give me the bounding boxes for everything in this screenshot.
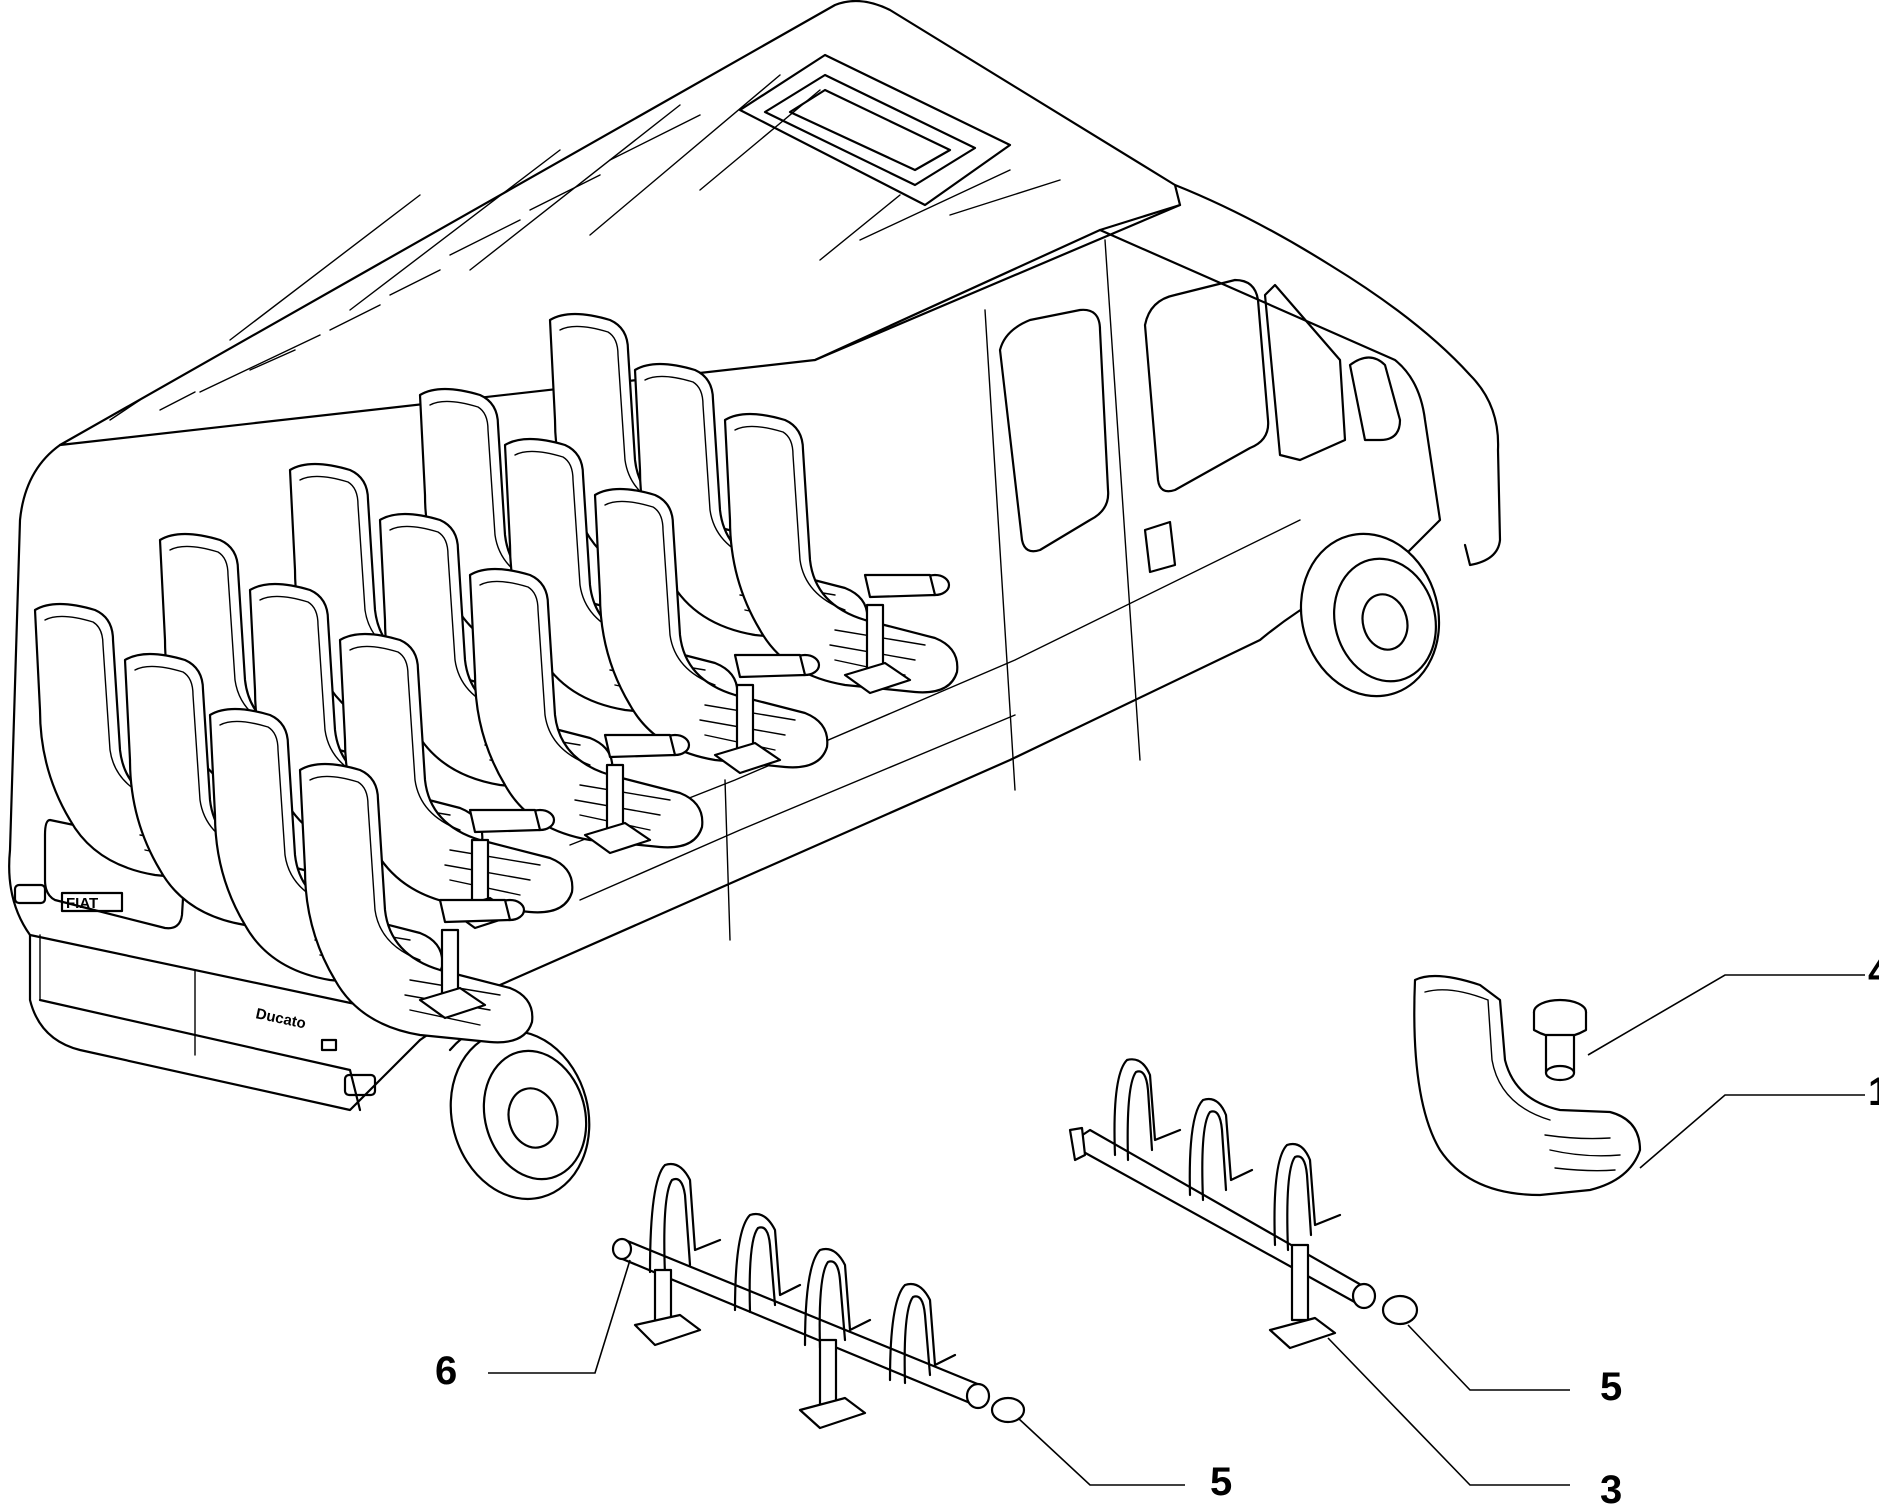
part-seat-frame-right <box>1068 1058 1419 1350</box>
callout-6: 6 <box>435 1349 457 1393</box>
callout-1: 1 <box>1868 1070 1879 1114</box>
part-seat-shell <box>1413 974 1642 1197</box>
ducato-model-badge: Ducato <box>254 1005 307 1032</box>
callout-3: 3 <box>1600 1468 1622 1509</box>
part-seat-frame-left <box>611 1162 1026 1430</box>
part-fixing-bolt <box>1532 998 1588 1082</box>
van-body: FIAT Ducato <box>8 0 1502 1201</box>
callout-4: 4 <box>1868 950 1879 994</box>
callout-5-right: 5 <box>1600 1365 1622 1409</box>
rear-fiat-badge: FIAT <box>66 895 98 912</box>
callout-5-left: 5 <box>1210 1460 1232 1504</box>
callout-labels: 4 1 6 5 5 3 <box>435 950 1879 1509</box>
seat-rows-installed <box>33 312 959 1044</box>
leader-lines <box>488 974 1865 1486</box>
